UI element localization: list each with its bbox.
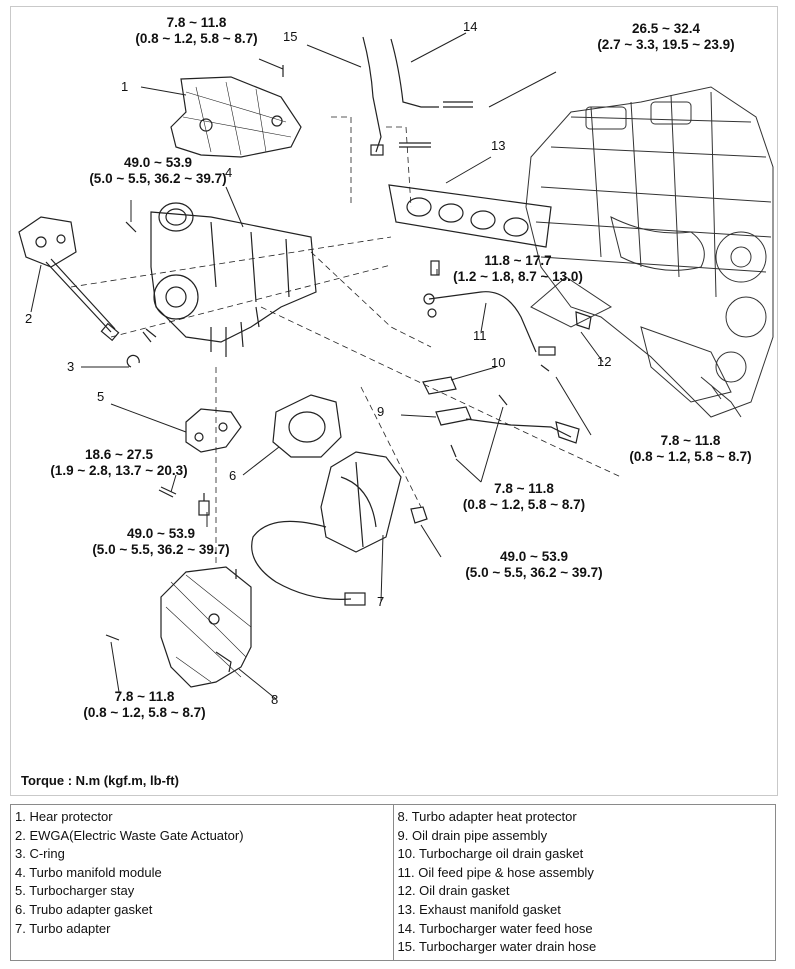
torque-kgf-lbft: (5.0 ~ 5.5, 36.2 ~ 39.7) [465, 565, 603, 580]
torque-kgf-lbft: (5.0 ~ 5.5, 36.2 ~ 39.7) [89, 171, 227, 186]
torque-nm: 49.0 ~ 53.9 [500, 549, 568, 564]
torque-adapter-nut: 49.0 ~ 53.9 (5.0 ~ 5.5, 36.2 ~ 39.7) [429, 549, 639, 581]
callout-14: 14 [463, 19, 478, 34]
torque-nm: 49.0 ~ 53.9 [127, 526, 195, 541]
torque-nm: 18.6 ~ 27.5 [85, 447, 153, 462]
legend-item: 15. Turbocharger water drain hose [397, 939, 597, 955]
callout-3: 3 [67, 359, 75, 374]
torque-unit-note: Torque : N.m (kgf.m, lb-ft) [21, 773, 179, 788]
legend-right-column: 8. Turbo adapter heat protector 9. Oil d… [392, 804, 776, 961]
turbo-adapter-drawing [251, 451, 402, 606]
torque-oil-drain-bolt-right: 7.8 ~ 11.8 (0.8 ~ 1.2, 5.8 ~ 8.7) [608, 433, 773, 465]
parts-illustration [18, 32, 774, 700]
torque-nm: 49.0 ~ 53.9 [124, 155, 192, 170]
stay-bolts-drawing [158, 486, 210, 516]
legend-item: 11. Oil feed pipe & hose assembly [397, 864, 594, 880]
torque-heat-protector-bolt: 7.8 ~ 11.8 (0.8 ~ 1.2, 5.8 ~ 8.7) [89, 15, 304, 47]
torque-adapter-protector-bolt: 7.8 ~ 11.8 (0.8 ~ 1.2, 5.8 ~ 8.7) [47, 689, 242, 721]
turbo-adapter-gasket-drawing [272, 394, 342, 458]
legend-item: 8. Turbo adapter heat protector [397, 809, 577, 824]
callout-4: 4 [225, 165, 233, 180]
legend-item: 3. C-ring [15, 846, 65, 862]
parts-legend-table: 1. Hear protector 2. EWGA(Electric Waste… [10, 804, 776, 961]
legend-item: 1. Hear protector [15, 809, 113, 824]
c-ring-drawing [126, 354, 140, 368]
callout-13: 13 [491, 138, 506, 153]
torque-kgf-lbft: (1.2 ~ 1.8, 8.7 ~ 13.0) [453, 269, 583, 284]
torque-nm: 7.8 ~ 11.8 [166, 15, 227, 30]
legend-item: 7. Turbo adapter [15, 920, 111, 936]
adapter-nut-drawing [410, 506, 428, 524]
heat-protector-drawing [170, 76, 302, 158]
ewga-drawing [18, 216, 120, 342]
torque-nm: 26.5 ~ 32.4 [632, 21, 700, 36]
torque-stay-nut: 49.0 ~ 53.9 (5.0 ~ 5.5, 36.2 ~ 39.7) [56, 526, 266, 558]
legend-item: 9. Oil drain pipe assembly [397, 827, 548, 843]
legend-item: 2. EWGA(Electric Waste Gate Actuator) [15, 827, 244, 843]
torque-kgf-lbft: (0.8 ~ 1.2, 5.8 ~ 8.7) [462, 497, 586, 512]
torque-kgf-lbft: (2.7 ~ 3.3, 19.5 ~ 23.9) [597, 37, 735, 52]
callout-9: 9 [377, 404, 385, 419]
callout-1: 1 [121, 79, 129, 94]
turbocharger-stay-drawing [185, 408, 242, 453]
legend-item: 14. Turbocharger water feed hose [397, 920, 593, 936]
callout-10: 10 [491, 355, 506, 370]
bolt-drawing [142, 328, 157, 343]
callout-11: 11 [473, 328, 487, 343]
exhaust-manifold-gasket-drawing [388, 184, 552, 248]
oil-drain-pipe-drawing [422, 311, 592, 458]
torque-nm: 7.8 ~ 11.8 [660, 433, 721, 448]
guide-lines [70, 116, 622, 567]
legend-item: 12. Oil drain gasket [397, 883, 510, 899]
leader-lines [30, 32, 604, 700]
top-bolt-drawing [125, 65, 284, 233]
torque-kgf-lbft: (1.9 ~ 2.8, 13.7 ~ 20.3) [50, 463, 188, 478]
torque-manifold-nut: 49.0 ~ 53.9 (5.0 ~ 5.5, 36.2 ~ 39.7) [53, 155, 263, 187]
callout-6: 6 [229, 468, 237, 483]
water-hoses-drawing [362, 36, 473, 156]
torque-oil-drain-bolt-mid: 7.8 ~ 11.8 (0.8 ~ 1.2, 5.8 ~ 8.7) [429, 481, 619, 513]
oil-feed-pipe-drawing [423, 260, 556, 356]
legend-item: 5. Turbocharger stay [15, 883, 135, 899]
legend-item: 10. Turbocharge oil drain gasket [397, 846, 584, 862]
exploded-view-diagram: 7.8 ~ 11.8 (0.8 ~ 1.2, 5.8 ~ 8.7) 26.5 ~… [10, 6, 778, 796]
adapter-heat-protector-drawing [160, 566, 252, 688]
turbo-manifold-module-drawing [150, 202, 317, 357]
protector-bolt-drawing [105, 569, 237, 641]
callout-2: 2 [25, 311, 33, 326]
engine-block-drawing [525, 86, 774, 418]
callout-15: 15 [283, 29, 298, 44]
torque-stay-bolt: 18.6 ~ 27.5 (1.9 ~ 2.8, 13.7 ~ 20.3) [19, 447, 219, 479]
legend-item: 4. Turbo manifold module [15, 864, 162, 880]
torque-nm: 7.8 ~ 11.8 [114, 689, 175, 704]
callout-7: 7 [377, 594, 385, 609]
callout-8: 8 [271, 692, 279, 707]
torque-kgf-lbft: (0.8 ~ 1.2, 5.8 ~ 8.7) [135, 31, 258, 46]
legend-item: 13. Exhaust manifold gasket [397, 901, 561, 917]
torque-oil-feed-bolt: 11.8 ~ 17.7 (1.2 ~ 1.8, 8.7 ~ 13.0) [423, 253, 613, 285]
torque-water-hose-bolt: 26.5 ~ 32.4 (2.7 ~ 3.3, 19.5 ~ 23.9) [571, 21, 761, 53]
callout-12: 12 [597, 354, 612, 369]
callout-5: 5 [97, 389, 105, 404]
legend-item: 6. Trubo adapter gasket [15, 901, 153, 917]
torque-kgf-lbft: (5.0 ~ 5.5, 36.2 ~ 39.7) [92, 542, 230, 557]
torque-nm: 11.8 ~ 17.7 [484, 253, 552, 268]
legend-left-column: 1. Hear protector 2. EWGA(Electric Waste… [10, 804, 394, 961]
torque-nm: 7.8 ~ 11.8 [494, 481, 554, 496]
torque-kgf-lbft: (0.8 ~ 1.2, 5.8 ~ 8.7) [629, 449, 752, 464]
torque-kgf-lbft: (0.8 ~ 1.2, 5.8 ~ 8.7) [83, 705, 206, 720]
